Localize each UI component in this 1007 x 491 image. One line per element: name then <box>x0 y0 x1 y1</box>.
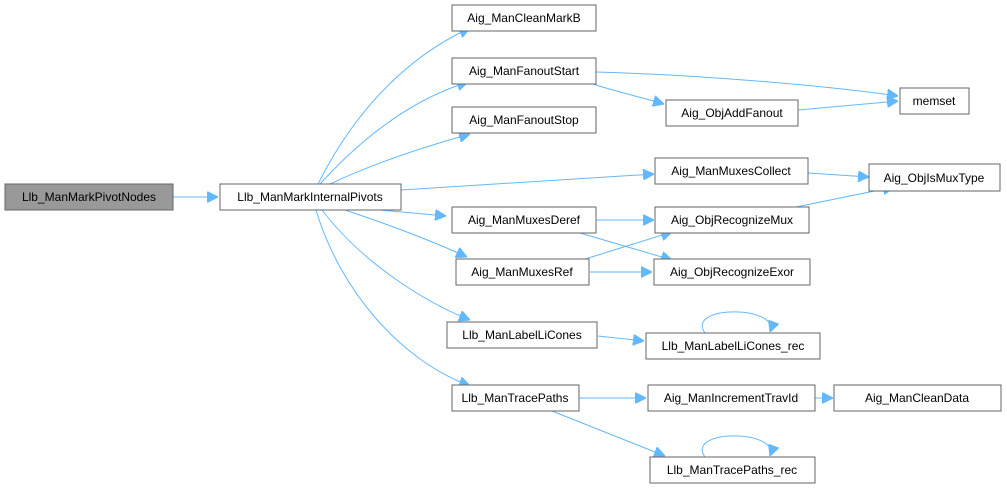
node-label: Aig_ManFanoutStop <box>469 113 579 127</box>
node-aig-objismuxtype[interactable]: Aig_ObjIsMuxType <box>868 163 1001 192</box>
edge-n1-n15 <box>315 209 470 386</box>
node-aig-mancleandata[interactable]: Aig_ManCleanData <box>833 384 1002 412</box>
node-label: Llb_ManTracePaths <box>462 391 569 405</box>
node-label: Aig_ObjRecognizeExor <box>670 265 794 279</box>
edge-n7-n8 <box>807 173 869 177</box>
node-label: Aig_ObjAddFanout <box>681 106 783 120</box>
edge-n18-n18 <box>701 435 771 458</box>
node-aig-objrecognizeexor[interactable]: Aig_ObjRecognizeExor <box>653 258 811 286</box>
node-aig-objaddfanout[interactable]: Aig_ObjAddFanout <box>665 99 799 127</box>
node-label: Llb_ManMarkPivotNodes <box>22 190 156 204</box>
node-memset[interactable]: memset <box>899 87 970 115</box>
node-label: Llb_ManLabelLiCones_rec <box>662 339 805 353</box>
edge-n1-n13 <box>321 209 470 320</box>
node-aig-manmuxesderef[interactable]: Aig_ManMuxesDeref <box>451 206 597 234</box>
node-aig-objrecognizemux[interactable]: Aig_ObjRecognizeMux <box>654 206 810 234</box>
node-label: Aig_ManCleanMarkB <box>467 11 580 25</box>
edge-n15-n18 <box>551 410 665 456</box>
node-label: Aig_ManCleanData <box>865 391 969 405</box>
node-llb-mantracepaths-rec[interactable]: Llb_ManTracePaths_rec <box>649 456 816 484</box>
edge-n1-n4 <box>329 134 470 185</box>
node-aig-manmuxesref[interactable]: Aig_ManMuxesRef <box>455 258 590 286</box>
node-llb-manlabellicones[interactable]: Llb_ManLabelLiCones <box>446 321 598 349</box>
node-label: Aig_ManIncrementTravId <box>664 391 798 405</box>
node-aig-manincrementtravid[interactable]: Aig_ManIncrementTravId <box>647 384 816 412</box>
edge-n14-n14 <box>701 311 771 334</box>
node-aig-manfanoutstart[interactable]: Aig_ManFanoutStart <box>451 57 597 85</box>
node-llb-manlabellicones-rec[interactable]: Llb_ManLabelLiCones_rec <box>645 332 821 360</box>
node-label: Aig_ObjRecognizeMux <box>671 213 793 227</box>
node-llb-manmarkinternalpivots[interactable]: Llb_ManMarkInternalPivots <box>219 183 402 211</box>
edge-n11-n10 <box>581 232 672 261</box>
node-llb-mantracepaths[interactable]: Llb_ManTracePaths <box>451 384 580 412</box>
node-label: Llb_ManLabelLiCones <box>462 328 581 342</box>
node-label: Llb_ManTracePaths_rec <box>667 463 797 477</box>
edge-n1-n11 <box>344 209 467 257</box>
edge-n13-n14 <box>597 336 644 341</box>
edge-n5-n6 <box>797 101 898 111</box>
edge-n3-n5 <box>589 82 664 104</box>
node-label: memset <box>913 94 956 108</box>
node-aig-mancleanmarkb[interactable]: Aig_ManCleanMarkB <box>451 4 597 32</box>
edge-n1-n2 <box>317 28 470 185</box>
node-label: Aig_ManMuxesRef <box>471 265 573 279</box>
node-aig-manmuxescollect[interactable]: Aig_ManMuxesCollect <box>654 157 809 185</box>
node-label: Aig_ManMuxesCollect <box>671 164 791 178</box>
node-label: Aig_ManMuxesDeref <box>468 213 581 227</box>
edge-n1-n7 <box>400 174 654 191</box>
node-label: Aig_ObjIsMuxType <box>884 171 985 185</box>
edge-n3-n6 <box>595 71 898 96</box>
edge-n1-n3 <box>319 82 468 185</box>
node-llb-manmarkpivotnodes[interactable]: Llb_ManMarkPivotNodes <box>4 183 174 211</box>
node-label: Aig_ManFanoutStart <box>469 64 580 78</box>
node-aig-manfanoutstop[interactable]: Aig_ManFanoutStop <box>451 106 597 134</box>
edge-n1-n9 <box>379 209 446 216</box>
node-label: Llb_ManMarkInternalPivots <box>237 190 382 204</box>
